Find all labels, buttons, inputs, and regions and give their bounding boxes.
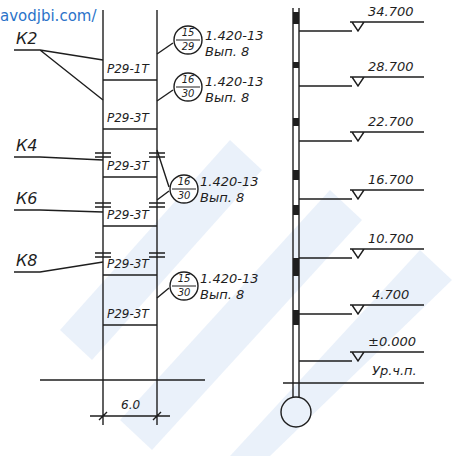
series-reference: 1.420-13 Вып. 8 — [200, 174, 266, 205]
crossbar — [103, 128, 157, 129]
elevation-value: 22.700 — [368, 115, 414, 129]
leader-line — [157, 90, 173, 101]
elevation-mark — [299, 305, 424, 314]
leader-line — [14, 50, 103, 100]
node-number: 29 — [173, 41, 203, 53]
crossbar — [103, 274, 157, 275]
reference-circle: 1530 — [169, 271, 199, 301]
column-segment — [293, 170, 299, 180]
column-segment — [293, 12, 299, 24]
column-segment — [293, 258, 299, 276]
series-reference: 1.420-13 Вып. 8 — [200, 271, 266, 302]
element-mark: Р29-3Т — [107, 308, 149, 321]
ground-line — [40, 379, 205, 380]
elevation-mark — [299, 132, 424, 141]
elevation-value: 4.700 — [372, 288, 409, 302]
column-segment — [293, 205, 299, 215]
elevation-value: 16.700 — [368, 173, 414, 187]
element-mark: Р29-3Т — [107, 160, 149, 173]
fraction-bar — [176, 40, 200, 41]
column-segment — [293, 310, 299, 325]
frame-mark: К8 — [16, 252, 38, 270]
element-mark: Р29-3Т — [107, 209, 149, 222]
elevation-mark — [299, 77, 424, 86]
sheet-number: 16 — [169, 176, 199, 188]
element-mark: Р29-3Т — [107, 112, 149, 125]
ground-line — [283, 382, 424, 383]
elevation-mark — [299, 190, 424, 199]
node-number: 30 — [169, 190, 199, 202]
node-number: 30 — [173, 88, 203, 100]
leader-line — [157, 43, 173, 54]
fraction-bar — [176, 87, 200, 88]
foundation-circle — [281, 397, 311, 427]
fraction-bar — [172, 189, 196, 190]
dimension-line — [90, 380, 170, 425]
node-number: 30 — [169, 287, 199, 299]
reference-circle: 1630 — [173, 72, 203, 102]
column-segment — [293, 118, 299, 126]
watermark: avodjbi.com/ — [0, 8, 96, 25]
frame-mark: К2 — [16, 30, 38, 48]
circle-shape — [170, 272, 198, 300]
elevation-mark — [299, 249, 424, 258]
crossbar — [103, 176, 157, 177]
leader-line — [157, 150, 169, 200]
fraction-bar — [172, 286, 196, 287]
circle-shape — [174, 26, 202, 54]
reference-circle: 1529 — [173, 25, 203, 55]
leader-line — [157, 288, 169, 298]
watermark-bands — [60, 140, 452, 456]
watermark-band — [230, 250, 452, 456]
ground-level: Ур.ч.п. — [372, 364, 417, 378]
frame-lines — [14, 8, 424, 427]
elevation-mark — [299, 22, 424, 31]
elevation-value: ±0.000 — [368, 335, 416, 349]
joint-tick — [95, 153, 165, 157]
leader-line — [14, 210, 103, 212]
element-mark: Р29-3Т — [107, 258, 149, 271]
joint-tick — [95, 253, 165, 257]
joint-tick — [95, 203, 165, 207]
leader-line — [14, 157, 103, 160]
column-segments — [293, 12, 299, 325]
frame-mark: К6 — [16, 190, 38, 208]
sheet-number: 16 — [173, 74, 203, 86]
series-reference: 1.420-13 Вып. 8 — [205, 28, 271, 59]
dimension-value: 6.0 — [121, 399, 140, 412]
series-reference: 1.420-13 Вып. 8 — [205, 74, 271, 105]
elevation-mark — [299, 352, 424, 361]
elevation-value: 28.700 — [368, 60, 414, 74]
sheet-number: 15 — [173, 27, 203, 39]
column-segment — [293, 62, 299, 68]
elevation-value: 10.700 — [368, 232, 414, 246]
crossbar — [103, 225, 157, 226]
crossbar — [103, 324, 157, 325]
element-mark: Р29-1Т — [107, 63, 149, 76]
circle-shape — [170, 175, 198, 203]
crossbar — [103, 79, 157, 80]
frame-mark: К4 — [16, 137, 38, 155]
elevation-value: 34.700 — [368, 5, 414, 19]
reference-circle: 1630 — [169, 174, 199, 204]
circle-shape — [174, 73, 202, 101]
sheet-number: 15 — [169, 273, 199, 285]
